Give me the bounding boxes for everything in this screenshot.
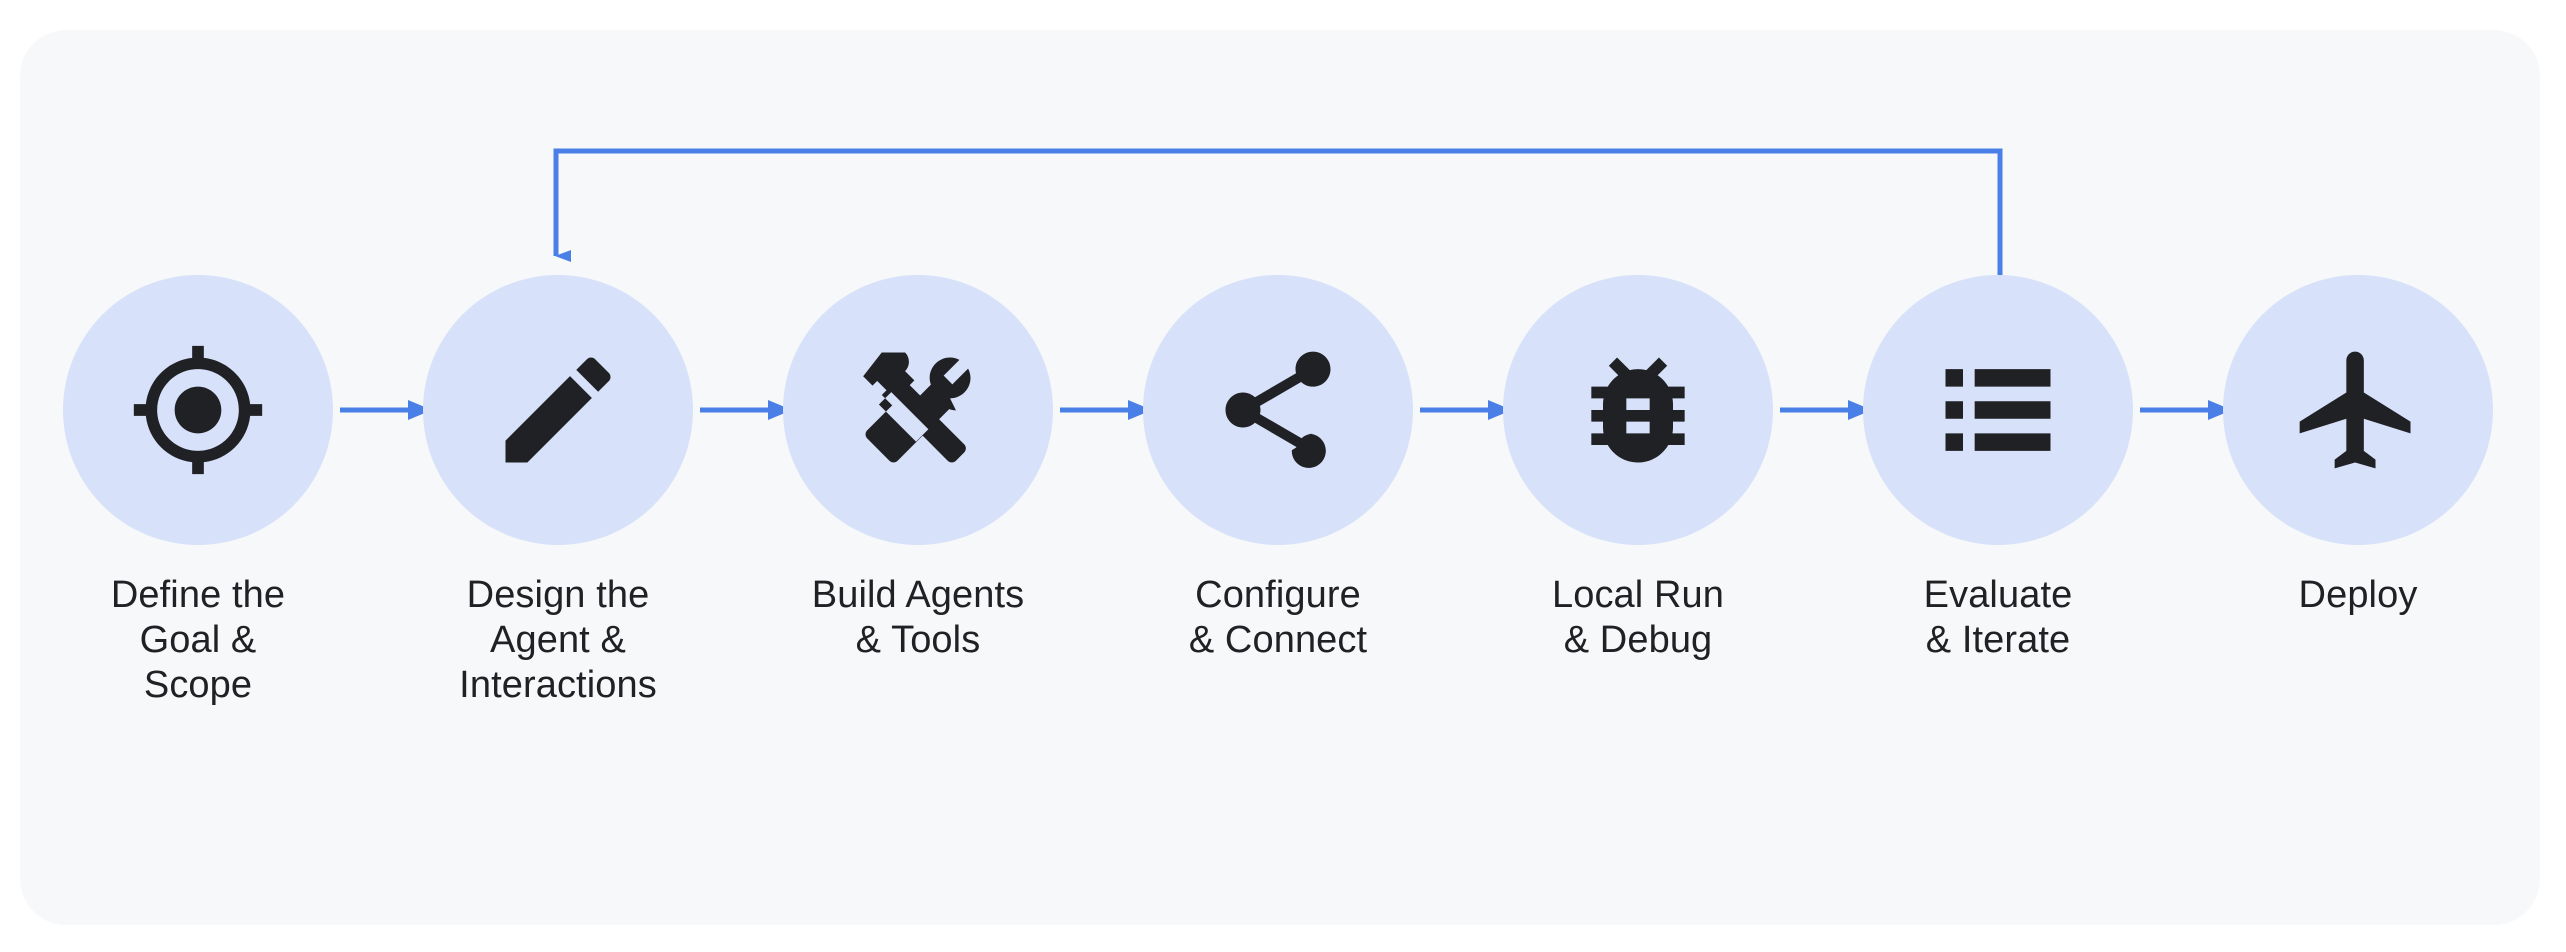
step-circle bbox=[423, 275, 693, 545]
step-circle bbox=[1863, 275, 2133, 545]
flow-step-design-agent-interactions[interactable]: Design the Agent & Interactions bbox=[420, 275, 696, 707]
list-icon bbox=[1928, 340, 2068, 480]
step-label: Build Agents & Tools bbox=[811, 574, 1025, 661]
flow-step-build-agents-tools[interactable]: Build Agents & Tools bbox=[780, 275, 1056, 663]
crosshair-target-icon bbox=[128, 340, 268, 480]
flow-step-deploy[interactable]: Deploy bbox=[2220, 275, 2496, 618]
flow-step-local-run-debug[interactable]: Local Run & Debug bbox=[1500, 275, 1776, 663]
bug-icon bbox=[1568, 340, 1708, 480]
step-circle bbox=[2223, 275, 2493, 545]
connector-2-to-3 bbox=[700, 395, 792, 425]
flow-step-evaluate-iterate[interactable]: Evaluate & Iterate bbox=[1860, 275, 2136, 663]
connector-4-to-5 bbox=[1420, 395, 1512, 425]
step-circle bbox=[1143, 275, 1413, 545]
share-network-icon bbox=[1208, 340, 1348, 480]
connector-6-to-7 bbox=[2140, 395, 2232, 425]
pencil-edit-icon bbox=[488, 340, 628, 480]
step-circle bbox=[1503, 275, 1773, 545]
step-label: Deploy bbox=[2298, 574, 2418, 616]
airplane-icon bbox=[2288, 340, 2428, 480]
step-circle bbox=[63, 275, 333, 545]
step-label: Define the Goal & Scope bbox=[110, 574, 286, 706]
connector-3-to-4 bbox=[1060, 395, 1152, 425]
connector-1-to-2 bbox=[340, 395, 432, 425]
step-label: Design the Agent & Interactions bbox=[459, 574, 657, 706]
connector-5-to-6 bbox=[1780, 395, 1872, 425]
step-circle bbox=[783, 275, 1053, 545]
hammer-wrench-icon bbox=[848, 340, 988, 480]
step-label: Configure & Connect bbox=[1188, 574, 1368, 661]
flow-step-define-goal-scope[interactable]: Define the Goal & Scope bbox=[60, 275, 336, 707]
step-label: Local Run & Debug bbox=[1551, 574, 1724, 661]
flow-step-configure-connect[interactable]: Configure & Connect bbox=[1140, 275, 1416, 663]
step-label: Evaluate & Iterate bbox=[1923, 574, 2073, 661]
